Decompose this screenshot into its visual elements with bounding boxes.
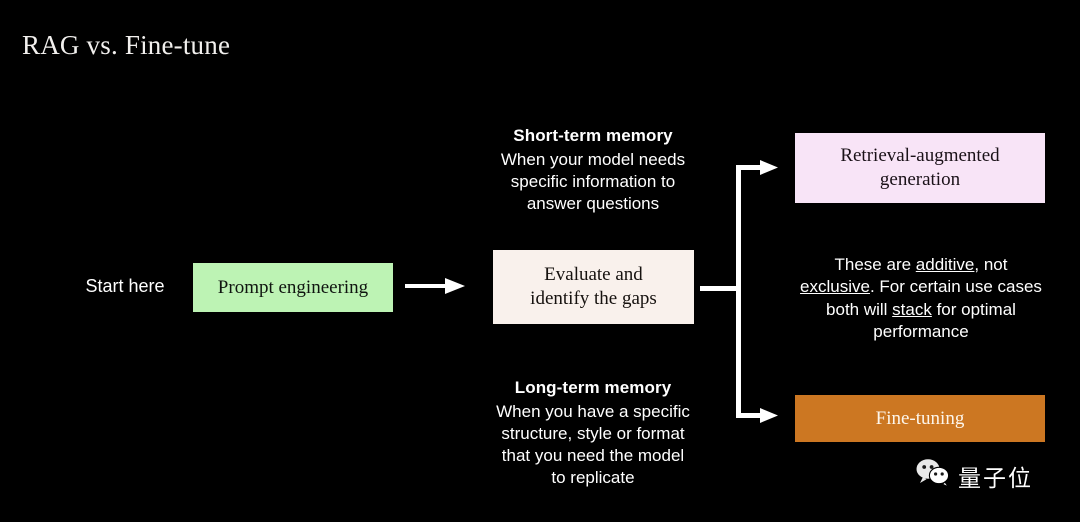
long-term-memory-block: Long-term memory When you have a specifi… [463,378,723,489]
main-flow-arrow [405,272,467,305]
rag-line-2: generation [879,169,961,190]
finetuning-outcome-box: Fine-tuning [795,395,1045,442]
long-term-line-4: to replicate [551,468,635,488]
note-underline-stack: stack [892,299,932,319]
long-term-line-3: that you need the model [501,446,685,466]
long-term-memory-body: When you have a specific structure, styl… [463,401,723,489]
watermark: 量子位 [916,458,1033,493]
finetuning-label: Fine-tuning [875,407,965,429]
short-term-memory-block: Short-term memory When your model needs … [463,126,723,215]
start-here-label: Start here [85,276,165,296]
short-term-line-1: When your model needs [500,150,686,169]
note-seg-4: for optimal performance [873,299,1016,342]
prompt-engineering-label: Prompt engineering [217,276,369,298]
long-term-line-2: structure, style or format [501,424,685,444]
evaluate-gaps-box: Evaluate and identify the gaps [493,250,694,324]
wechat-icon [916,458,951,493]
long-term-memory-title: Long-term memory [514,378,672,397]
evaluate-line-1: Evaluate and [544,263,643,285]
short-term-memory-title: Short-term memory [513,126,673,145]
note-underline-additive: additive [915,255,975,274]
evaluate-line-2: identify the gaps [530,288,657,309]
note-seg-1: These are [834,255,916,274]
long-term-line-1: When you have a specific [496,402,690,421]
branch-splitter [700,155,790,450]
short-term-memory-body: When your model needs specific informati… [463,149,723,215]
watermark-text: 量子位 [958,465,1033,492]
short-term-line-2: specific information to [510,172,676,192]
note-seg-2: , not [974,255,1008,274]
additive-note: These are additive, not exclusive. For c… [795,254,1047,344]
rag-line-1: Retrieval-augmented [840,144,1000,166]
short-term-line-3: answer questions [526,194,660,214]
rag-outcome-label: Retrieval-augmented generation [840,144,999,193]
evaluate-gaps-label: Evaluate and identify the gaps [530,263,657,312]
note-seg-3: . For certain use cases both will [826,277,1042,319]
rag-outcome-box: Retrieval-augmented generation [795,133,1045,203]
prompt-engineering-box: Prompt engineering [193,263,393,312]
page-title: RAG vs. Fine-tune [22,30,231,60]
note-underline-exclusive: exclusive [800,277,870,297]
